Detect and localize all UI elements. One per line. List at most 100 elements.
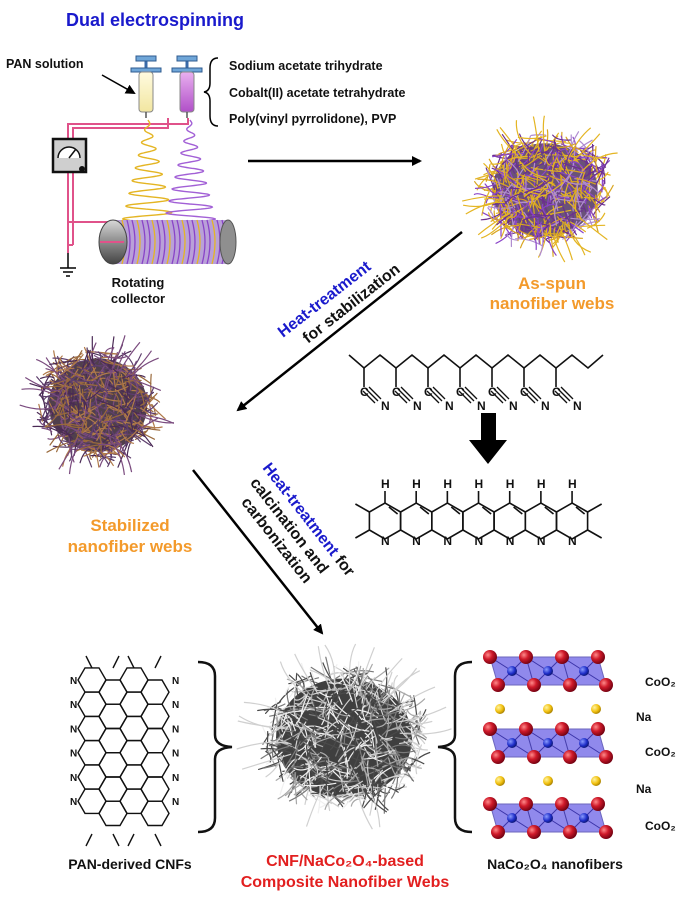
- down-block-arrow: [469, 413, 507, 464]
- atom-n-label: N: [172, 797, 179, 808]
- composite-label-line2: Composite Nanofiber Webs: [241, 874, 450, 891]
- precursor-item-2: Cobalt(II) acetate tetrahydrate: [229, 86, 405, 100]
- atom-h-label: H: [506, 477, 515, 491]
- oxygen-atom: [491, 678, 505, 692]
- oxygen-atom: [483, 797, 497, 811]
- atom-n-label: N: [413, 399, 422, 413]
- oxygen-atom: [555, 722, 569, 736]
- syringe-precursor-icon: [171, 55, 203, 118]
- atom-n-label: N: [475, 534, 484, 548]
- rotating-collector-drum: [98, 219, 237, 265]
- cobalt-atom: [507, 666, 517, 676]
- precursor-brace: [203, 57, 219, 127]
- oxygen-atom: [563, 750, 577, 764]
- oxygen-atom: [599, 678, 613, 692]
- atom-n-label: N: [568, 534, 577, 548]
- stabilized-label-line1: Stabilized: [90, 516, 169, 535]
- spinning-jets: [121, 119, 217, 223]
- sodium-atom: [591, 704, 601, 714]
- atom-n-label: N: [381, 534, 390, 548]
- diagram-title: Dual electrospinning: [66, 10, 244, 30]
- oxygen-atom: [491, 825, 505, 839]
- atom-n-label: N: [506, 534, 515, 548]
- atom-n-label: N: [70, 700, 77, 711]
- oxygen-atom: [527, 678, 541, 692]
- layer-label-coo2-1: CoO₂: [645, 675, 676, 689]
- as-spun-label-line1: As-spun: [518, 274, 586, 293]
- layer-label-na-2: Na: [636, 782, 652, 796]
- atom-n-label: N: [172, 676, 179, 687]
- atom-n-label: N: [537, 534, 546, 548]
- atom-n-label: N: [70, 773, 77, 784]
- oxygen-atom: [527, 825, 541, 839]
- atom-c-label: C: [520, 385, 529, 399]
- layer-label-coo2-2: CoO₂: [645, 745, 676, 759]
- precursor-item-3: Poly(vinyl pyrrolidone), PVP: [229, 112, 396, 126]
- cnf-structure: [77, 655, 170, 847]
- naco2o4-crystal-structure: [483, 650, 613, 839]
- as-spun-label-line2: nanofiber webs: [490, 294, 615, 313]
- voltmeter-icon: [51, 137, 88, 174]
- oxygen-atom: [555, 797, 569, 811]
- atom-n-label: N: [172, 749, 179, 760]
- atom-c-label: C: [488, 385, 497, 399]
- arrow-to-stabilized: [236, 231, 463, 412]
- atom-n-label: N: [443, 534, 452, 548]
- sodium-atom: [591, 776, 601, 786]
- oxygen-atom: [591, 650, 605, 664]
- ground-icon: [60, 267, 76, 277]
- electrospinning-setup: [51, 55, 237, 277]
- layer-label-coo2-3: CoO₂: [645, 819, 676, 833]
- cobalt-atom: [507, 813, 517, 823]
- ladder-polymer-structure: [355, 491, 603, 540]
- atom-n-label: N: [70, 749, 77, 760]
- oxygen-atom: [563, 825, 577, 839]
- cnf-brace: [197, 660, 233, 834]
- atom-c-label: C: [360, 385, 369, 399]
- sodium-atom: [495, 776, 505, 786]
- stabilized-web-image: [19, 335, 175, 475]
- cobalt-atom: [507, 738, 517, 748]
- cnf-label: PAN-derived CNFs: [68, 856, 192, 872]
- oxygen-atom: [519, 722, 533, 736]
- circuit-wires: [67, 118, 189, 253]
- atom-n-label: N: [381, 399, 390, 413]
- atom-n-label: N: [172, 773, 179, 784]
- atom-c-label: C: [552, 385, 561, 399]
- as-spun-web-image: [462, 115, 618, 263]
- atom-n-label: N: [70, 797, 77, 808]
- atom-n-label: N: [70, 676, 77, 687]
- stabilized-label-line2: nanofiber webs: [68, 537, 193, 556]
- sodium-atom: [543, 776, 553, 786]
- pan-solution-label: PAN solution: [6, 57, 84, 71]
- atom-n-label: N: [70, 724, 77, 735]
- atom-n-label: N: [412, 534, 421, 548]
- oxygen-atom: [491, 750, 505, 764]
- syringe-pan-icon: [130, 55, 162, 118]
- collector-label-line2: collector: [111, 291, 165, 306]
- svg-text:Heat-treatment for calci: Heat-treatment for calcination and carbo…: [229, 460, 360, 607]
- atom-h-label: H: [443, 477, 452, 491]
- naco-label: NaCo₂O₄ nanofibers: [487, 856, 623, 872]
- sodium-atom: [543, 704, 553, 714]
- atom-n-label: N: [477, 399, 486, 413]
- collector-label-line1: Rotating: [112, 275, 165, 290]
- oxygen-atom: [483, 722, 497, 736]
- atom-h-label: H: [537, 477, 546, 491]
- oxygen-atom: [519, 797, 533, 811]
- atom-n-label: N: [172, 700, 179, 711]
- atom-c-label: C: [424, 385, 433, 399]
- atom-c-label: C: [392, 385, 401, 399]
- oxygen-atom: [555, 650, 569, 664]
- oxygen-atom: [563, 678, 577, 692]
- atom-h-label: H: [475, 477, 484, 491]
- cobalt-atom: [579, 666, 589, 676]
- atom-h-label: H: [381, 477, 390, 491]
- composite-label-line1: CNF/NaCo₂O₄-based: [266, 853, 424, 870]
- precursor-item-1: Sodium acetate trihydrate: [229, 59, 383, 73]
- oxygen-atom: [591, 722, 605, 736]
- pan-polymer-structure: [348, 353, 604, 404]
- atom-n-label: N: [573, 399, 582, 413]
- naco-brace: [437, 660, 473, 834]
